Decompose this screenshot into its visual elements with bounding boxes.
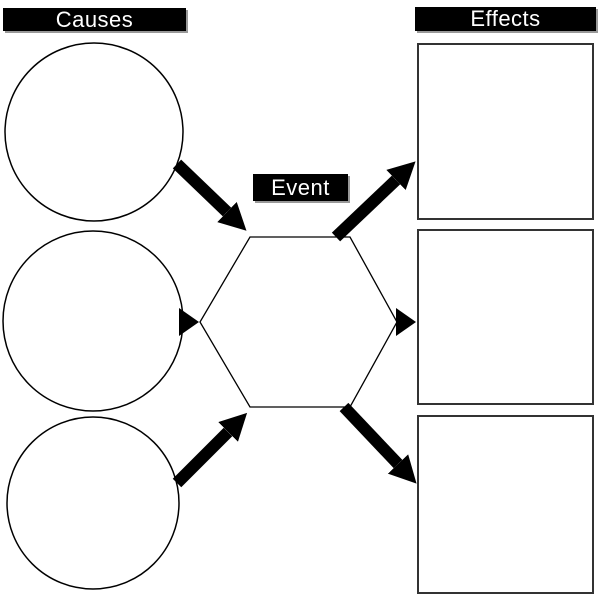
arrow-shaft — [172, 412, 248, 488]
arrow-head — [179, 308, 199, 336]
cause-circle-2 — [2, 230, 184, 412]
arrow-shaft — [172, 159, 247, 231]
cause-circle-3 — [6, 416, 180, 590]
arrow-head — [396, 308, 416, 336]
causes-label: Causes — [3, 7, 186, 32]
effects-label: Effects — [415, 6, 596, 31]
effect-box-3 — [417, 415, 594, 594]
effect-box-2 — [417, 229, 594, 405]
arrow-shaft — [331, 161, 416, 242]
effect-box-1 — [417, 43, 594, 220]
event-label: Event — [253, 174, 348, 201]
cause-circle-1 — [4, 42, 184, 222]
arrow-shaft — [339, 402, 417, 484]
arrow-cause3-to-event — [172, 412, 248, 488]
arrow-event-to-effect1 — [331, 161, 416, 242]
arrow-cause2-to-event — [179, 308, 199, 336]
arrow-event-to-effect2 — [396, 308, 416, 336]
arrow-cause1-to-event — [172, 159, 247, 231]
arrow-event-to-effect3 — [339, 402, 417, 484]
event-hexagon — [199, 236, 398, 408]
